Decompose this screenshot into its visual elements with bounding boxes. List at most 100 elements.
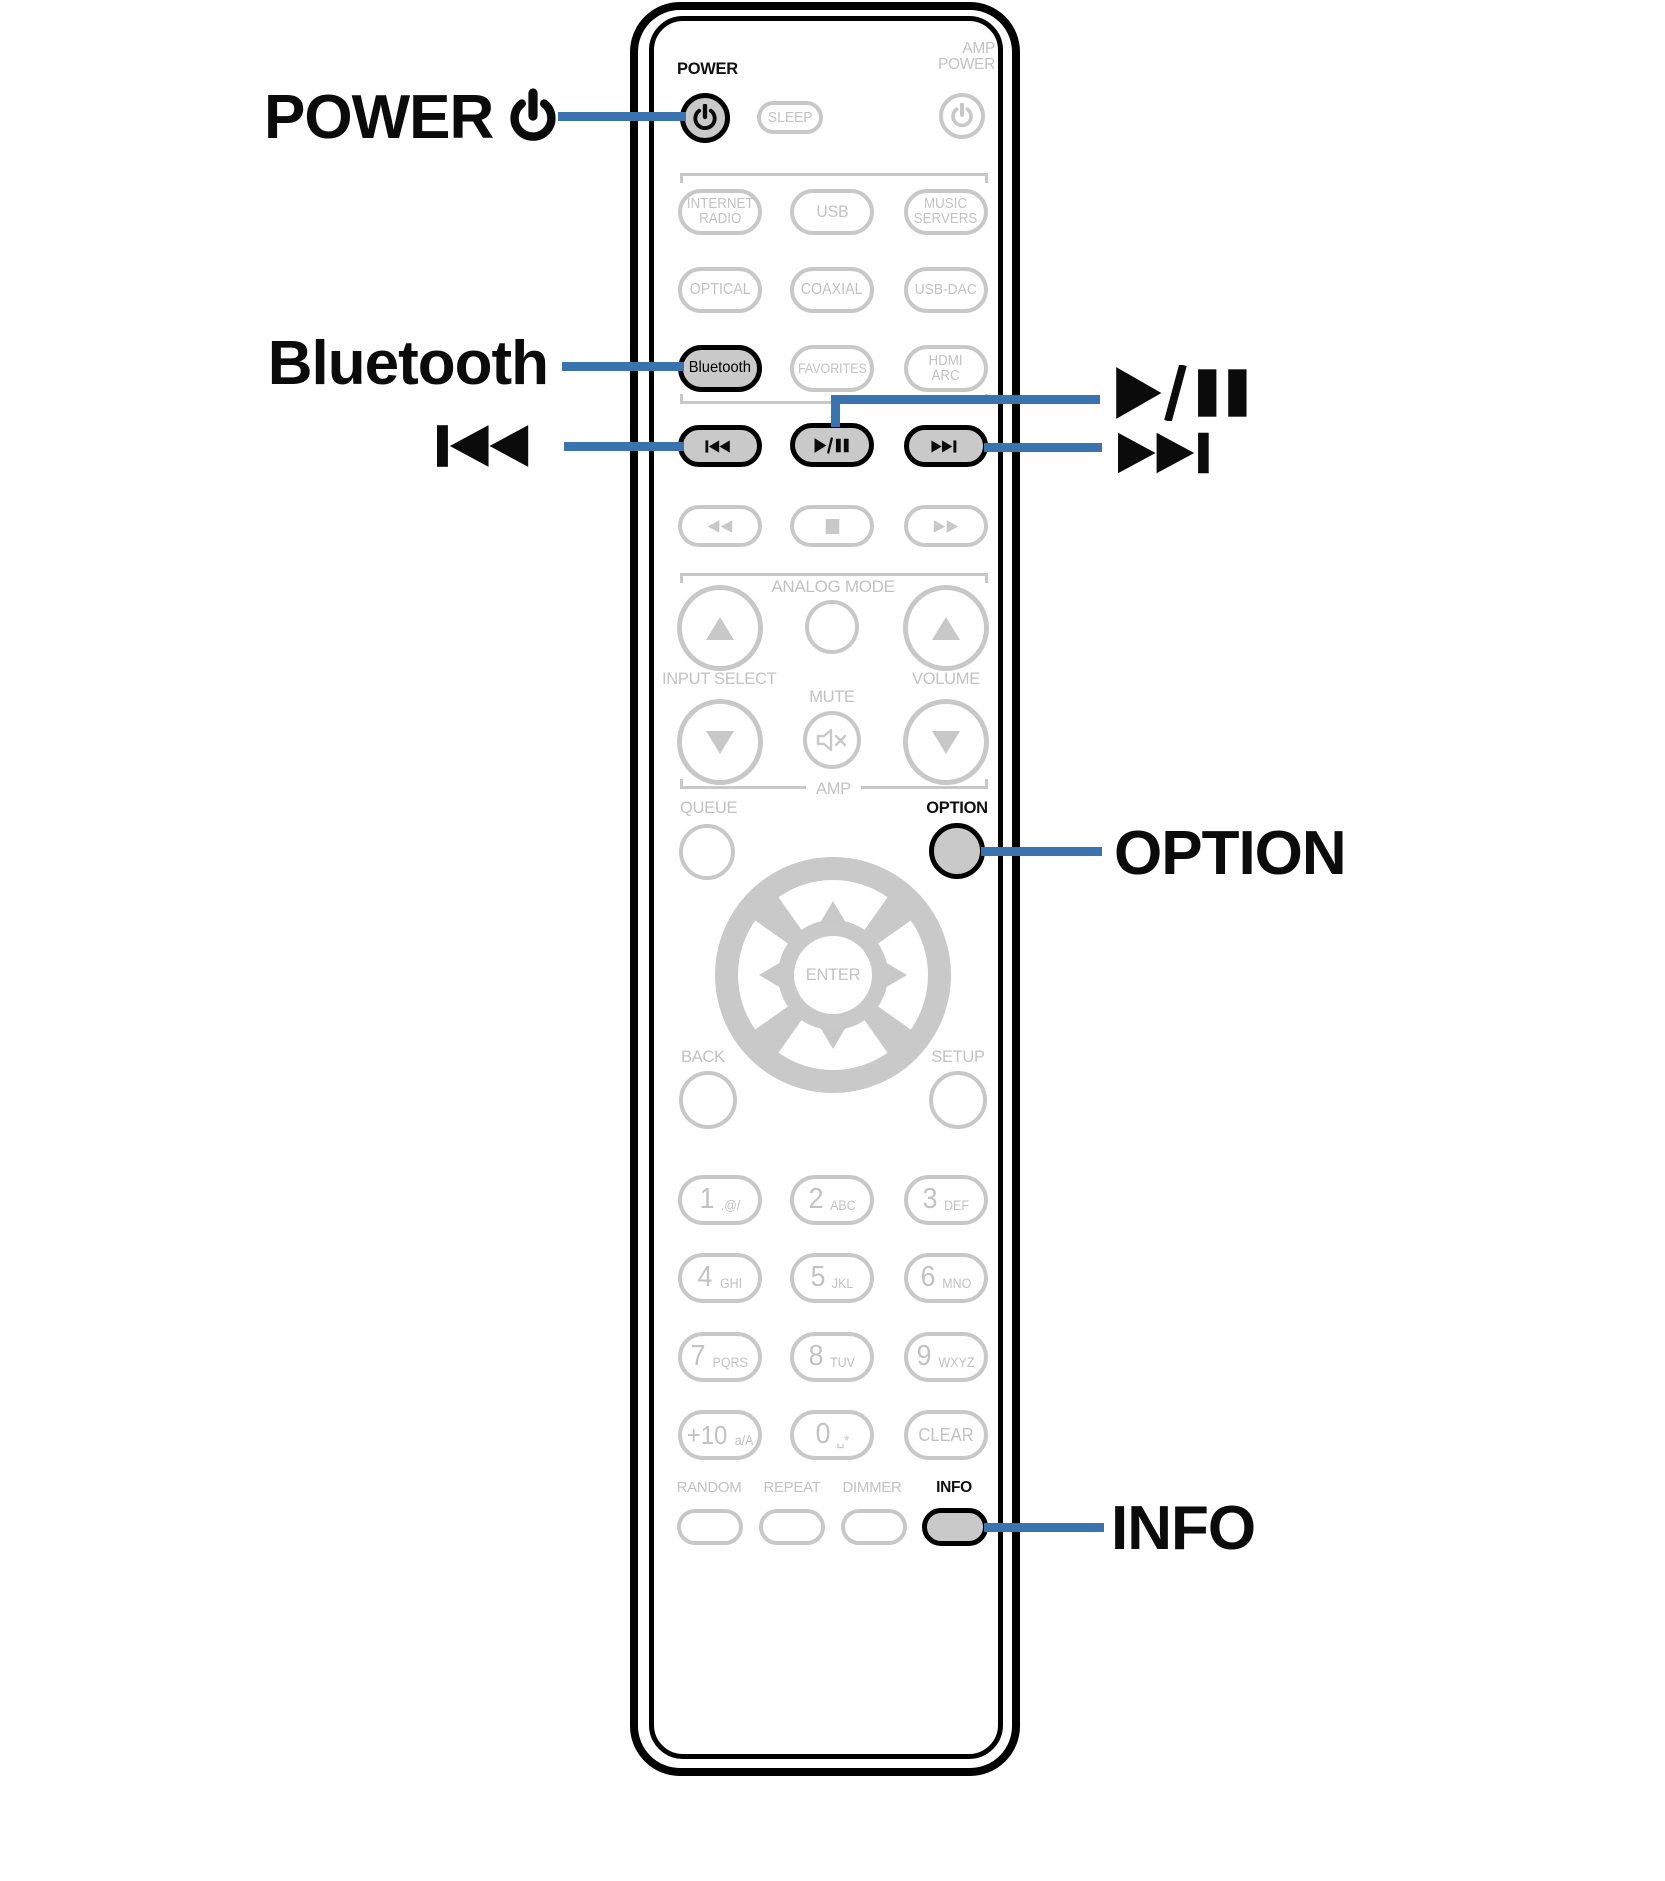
skip-forward-button[interactable] bbox=[904, 425, 988, 467]
option-button-label: OPTION bbox=[926, 799, 988, 817]
play-pause-button[interactable] bbox=[790, 423, 874, 467]
info-button-label: INFO bbox=[936, 1479, 972, 1496]
skip-back-icon bbox=[437, 425, 550, 467]
usb-button[interactable]: USB bbox=[790, 189, 874, 235]
power-button[interactable] bbox=[680, 93, 730, 143]
back-button[interactable] bbox=[679, 1071, 737, 1129]
repeat-label: REPEAT bbox=[763, 1479, 821, 1496]
info-button[interactable] bbox=[922, 1508, 988, 1546]
dimmer-label: DIMMER bbox=[842, 1479, 902, 1496]
volume-down-button[interactable] bbox=[903, 699, 989, 785]
sleep-button[interactable]: SLEEP bbox=[757, 101, 823, 134]
analog-mode-button[interactable] bbox=[805, 600, 859, 654]
callout-skip-forward bbox=[1118, 432, 1228, 474]
up-triangle-icon bbox=[932, 616, 960, 640]
callout-power: POWER bbox=[264, 82, 557, 153]
callout-line-option bbox=[981, 847, 1102, 856]
amp-group-bracket-top bbox=[680, 573, 988, 583]
amp-power-label: AMP POWER bbox=[937, 40, 995, 74]
random-button[interactable] bbox=[677, 1509, 743, 1545]
dpad: ENTER bbox=[711, 853, 955, 1097]
analog-mode-label: ANALOG MODE bbox=[771, 577, 895, 596]
stop-icon bbox=[825, 502, 839, 550]
callout-line-power bbox=[558, 112, 686, 121]
mute-icon bbox=[816, 728, 848, 752]
power-icon bbox=[509, 87, 557, 148]
favorites-button[interactable]: FAVORITES bbox=[790, 345, 874, 392]
power-button-label: POWER bbox=[677, 60, 738, 78]
callout-bluetooth: Bluetooth bbox=[267, 329, 549, 398]
hdmi-arc-button[interactable]: HDMI ARC bbox=[904, 345, 988, 392]
key-1[interactable]: 1.@/ bbox=[678, 1175, 762, 1225]
down-triangle-icon bbox=[932, 730, 960, 754]
stop-button[interactable] bbox=[790, 505, 874, 547]
callout-line-skip-back bbox=[564, 442, 684, 451]
fast-forward-icon bbox=[933, 503, 959, 549]
dimmer-button[interactable] bbox=[841, 1509, 907, 1545]
back-label: BACK bbox=[681, 1048, 725, 1066]
repeat-button[interactable] bbox=[759, 1509, 825, 1545]
volume-label: VOLUME bbox=[912, 670, 980, 688]
random-label: RANDOM bbox=[676, 1479, 742, 1496]
queue-button[interactable] bbox=[679, 824, 735, 880]
rewind-icon bbox=[707, 503, 733, 549]
callout-line-play-pause-v bbox=[831, 395, 840, 427]
music-servers-button[interactable]: MUSIC SERVERS bbox=[904, 189, 988, 235]
play-pause-icon bbox=[814, 420, 850, 470]
dpad-down-button[interactable] bbox=[794, 1013, 872, 1061]
skip-back-button[interactable] bbox=[678, 425, 762, 467]
rewind-button[interactable] bbox=[678, 505, 762, 547]
up-triangle-icon bbox=[706, 616, 734, 640]
dpad-left-button[interactable] bbox=[747, 936, 795, 1014]
callout-line-info bbox=[984, 1523, 1104, 1532]
down-triangle-icon bbox=[706, 730, 734, 754]
dpad-up-button[interactable] bbox=[794, 889, 872, 937]
dpad-right-button[interactable] bbox=[871, 936, 919, 1014]
callout-power-text: POWER bbox=[264, 83, 494, 152]
amp-power-button[interactable] bbox=[939, 93, 985, 139]
key-clear[interactable]: CLEAR bbox=[904, 1410, 988, 1460]
callout-play-pause bbox=[1113, 365, 1253, 421]
callout-skip-back bbox=[437, 425, 550, 467]
coaxial-button[interactable]: COAXIAL bbox=[790, 267, 874, 313]
internet-radio-button[interactable]: INTERNET RADIO bbox=[678, 189, 762, 235]
input-select-down-button[interactable] bbox=[677, 699, 763, 785]
key-0[interactable]: 0␣* bbox=[790, 1410, 874, 1460]
fast-forward-button[interactable] bbox=[904, 505, 988, 547]
source-group-bracket-top bbox=[680, 173, 988, 183]
input-select-up-button[interactable] bbox=[677, 585, 763, 671]
callout-line-play-pause-h bbox=[831, 395, 1100, 404]
input-select-label: INPUT SELECT bbox=[662, 670, 777, 688]
volume-up-button[interactable] bbox=[903, 585, 989, 671]
setup-button[interactable] bbox=[929, 1071, 987, 1129]
callout-option: OPTION bbox=[1114, 819, 1347, 888]
queue-label: QUEUE bbox=[680, 799, 738, 817]
usb-dac-button[interactable]: USB-DAC bbox=[904, 267, 988, 313]
amp-power-icon bbox=[950, 103, 974, 129]
mute-button[interactable] bbox=[803, 711, 861, 769]
skip-forward-icon bbox=[930, 422, 961, 470]
play-pause-icon bbox=[1113, 365, 1253, 421]
setup-label: SETUP bbox=[931, 1048, 985, 1066]
enter-button[interactable]: ENTER bbox=[805, 966, 861, 984]
power-icon bbox=[692, 104, 718, 132]
callout-line-skip-forward bbox=[984, 443, 1102, 452]
mute-label: MUTE bbox=[809, 688, 855, 706]
callout-line-bluetooth bbox=[562, 362, 684, 371]
callout-info: INFO bbox=[1111, 1494, 1256, 1563]
amp-label: AMP bbox=[806, 780, 861, 799]
dpad-graphic bbox=[715, 857, 951, 1093]
bluetooth-button[interactable]: Bluetooth bbox=[678, 345, 762, 392]
optical-button[interactable]: OPTICAL bbox=[678, 267, 762, 313]
skip-forward-icon bbox=[1118, 432, 1228, 474]
